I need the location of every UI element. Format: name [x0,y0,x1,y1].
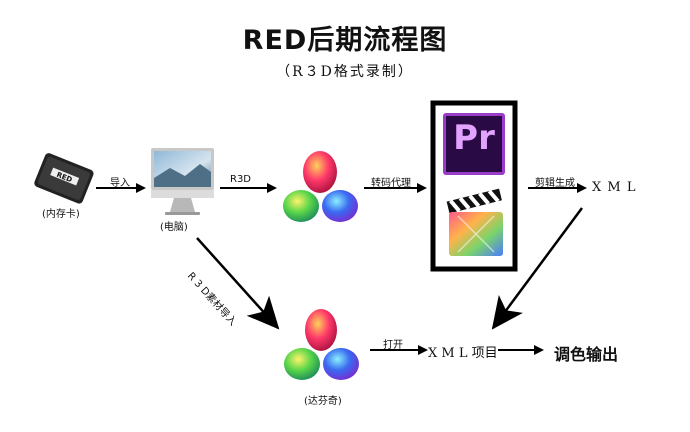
premiere-pro-icon [443,113,505,175]
edge-label-open: 打开 [383,340,403,351]
davinci-logo-bottom [284,309,359,380]
xml-node-top: X M L [592,180,637,195]
final-cut-pro-icon [446,188,503,256]
edge-label-edit: 剪辑生成 [535,178,575,189]
computer-icon [151,148,214,215]
arrow-xml-to-project [491,207,584,330]
edge-label-import: 导入 [110,178,130,189]
davinci-logo-top [283,151,358,222]
premiere-pro-label: Pr [453,118,495,158]
page-subtitle: （R３D格式录制） [276,64,414,80]
arrow-r3d-import [196,237,280,330]
card-label: (内存卡) [42,209,80,220]
output-node: 调色输出 [554,345,619,364]
nle-frame [430,100,518,272]
memory-card-icon: RED [34,153,94,204]
edge-label-r3d: R3D [230,174,252,185]
xml-project-node: X M L 项目 [428,346,498,361]
edge-label-transcode: 转码代理 [371,178,411,189]
page-title: RED后期流程图 [242,25,448,56]
computer-label: (电脑) [160,222,188,233]
davinci-label: (达芬奇) [304,396,342,407]
